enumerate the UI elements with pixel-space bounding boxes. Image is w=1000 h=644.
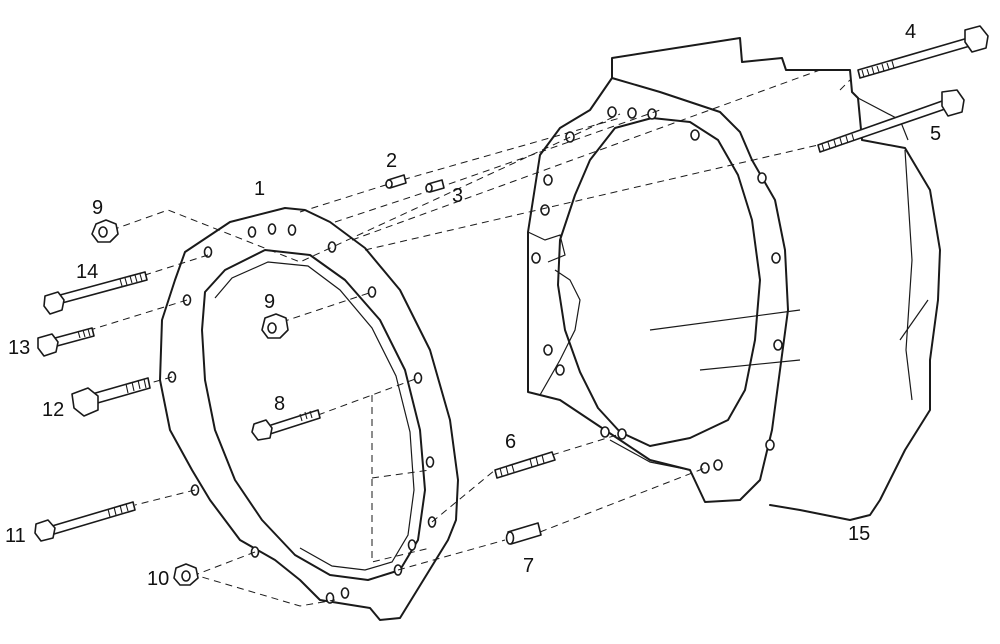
callout-2: 2 xyxy=(386,150,397,172)
bolt-11 xyxy=(34,501,136,542)
callout-4: 4 xyxy=(905,21,916,43)
dowel-pin-2 xyxy=(385,174,407,189)
bolt-12 xyxy=(71,377,151,417)
callout-5: 5 xyxy=(930,123,941,145)
callout-13: 13 xyxy=(8,337,30,359)
callout-12: 12 xyxy=(42,399,64,421)
callout-14: 14 xyxy=(76,261,98,283)
bolt-8 xyxy=(251,409,321,441)
callout-11: 11 xyxy=(5,525,26,547)
callout-8: 8 xyxy=(274,393,285,415)
bolt-4 xyxy=(857,25,989,79)
callout-9-upper: 9 xyxy=(92,197,103,219)
adapter-ring xyxy=(159,207,459,621)
stud-6 xyxy=(494,451,556,479)
bolt-14 xyxy=(43,271,148,315)
nut-10 xyxy=(173,563,199,586)
assembly-lines xyxy=(89,69,851,607)
nut-9-upper xyxy=(91,219,119,243)
callout-10: 10 xyxy=(147,568,169,590)
nut-9-lower xyxy=(261,313,289,339)
callout-6: 6 xyxy=(505,431,516,453)
callout-3: 3 xyxy=(452,185,463,207)
gearbox-housing xyxy=(527,37,941,521)
callout-15: 15 xyxy=(848,523,870,545)
callout-labels: 1 2 3 4 5 6 7 8 9 9 10 11 12 13 14 15 xyxy=(5,21,941,590)
callout-7: 7 xyxy=(523,555,534,577)
bolt-5 xyxy=(817,89,965,153)
dowel-pin-7 xyxy=(505,522,542,545)
callout-1: 1 xyxy=(254,178,265,200)
bolt-13 xyxy=(37,327,95,357)
dowel-pin-3 xyxy=(425,179,445,193)
callout-9-lower: 9 xyxy=(264,291,275,313)
